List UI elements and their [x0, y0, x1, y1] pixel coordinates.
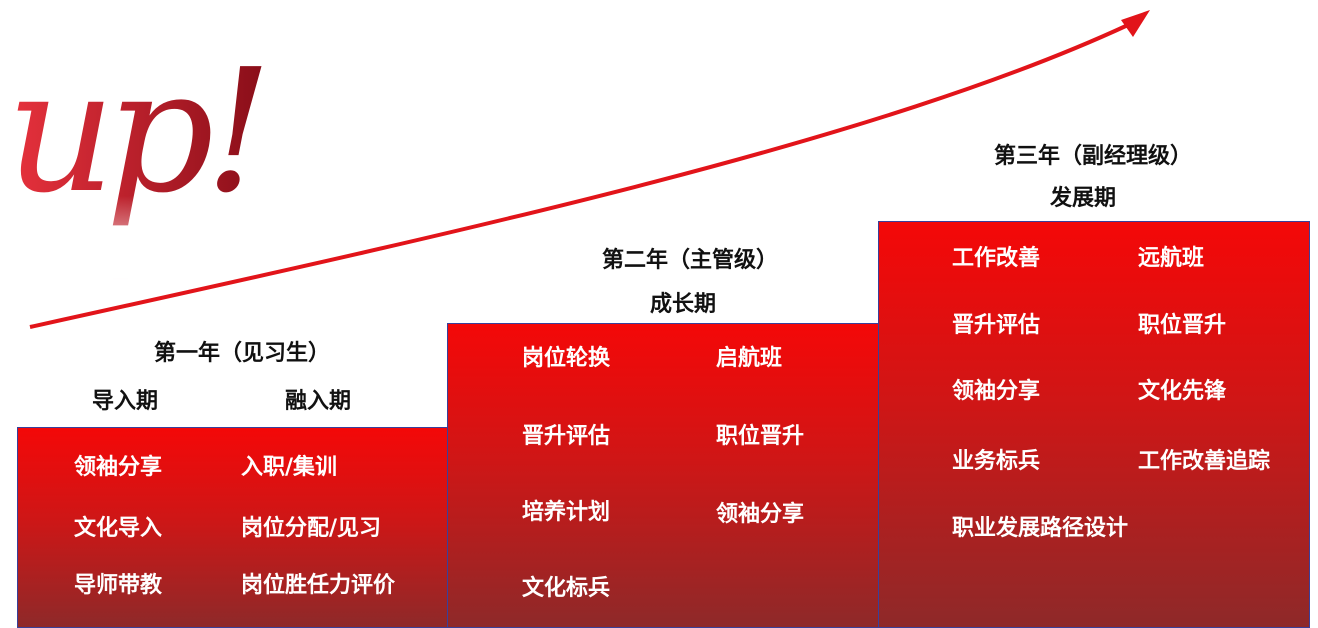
list-item: 职位晋升	[716, 424, 805, 449]
list-item: 文化先锋	[1138, 379, 1227, 404]
list-item: 培养计划	[522, 500, 611, 525]
stage3-block: 工作改善 晋升评估 领袖分享 业务标兵 职业发展路径设计 远航班 职位晋升 文化…	[878, 221, 1310, 628]
list-item: 业务标兵	[952, 449, 1041, 474]
stage1-block: 领袖分享 文化导入 导师带教 入职/集训 岗位分配/见习 岗位胜任力评价	[17, 427, 448, 628]
list-item: 导师带教	[74, 573, 163, 598]
stage3-title: 第三年（副经理级）	[994, 144, 1193, 169]
list-item: 启航班	[716, 346, 783, 371]
list-item: 岗位分配/见习	[241, 516, 382, 541]
list-item: 领袖分享	[952, 379, 1041, 404]
stage1-title: 第一年（见习生）	[154, 341, 331, 366]
stage2-phase: 成长期	[650, 292, 717, 317]
list-item: 远航班	[1138, 246, 1205, 271]
list-item: 晋升评估	[522, 424, 611, 449]
list-item: 领袖分享	[716, 502, 805, 527]
list-item: 入职/集训	[241, 455, 338, 480]
list-item: 晋升评估	[952, 313, 1041, 338]
list-item: 领袖分享	[74, 455, 163, 480]
list-item: 文化标兵	[522, 576, 611, 601]
list-item: 工作改善	[952, 246, 1041, 271]
up-logo: up! up!	[0, 33, 300, 280]
stage3-phase: 发展期	[1050, 186, 1117, 211]
stage2-block: 岗位轮换 晋升评估 培养计划 文化标兵 启航班 职位晋升 领袖分享	[447, 323, 879, 628]
list-item: 工作改善追踪	[1138, 449, 1271, 474]
list-item: 职位晋升	[1138, 313, 1227, 338]
list-item: 岗位轮换	[522, 346, 611, 371]
stage2-title: 第二年（主管级）	[602, 248, 779, 273]
stage1-phase-a: 导入期	[92, 389, 159, 414]
list-item: 岗位胜任力评价	[241, 573, 396, 598]
arrow-head-icon	[1121, 10, 1150, 37]
stage1-phase-b: 融入期	[285, 389, 352, 414]
list-item: 职业发展路径设计	[952, 516, 1129, 541]
list-item: 文化导入	[74, 516, 163, 541]
